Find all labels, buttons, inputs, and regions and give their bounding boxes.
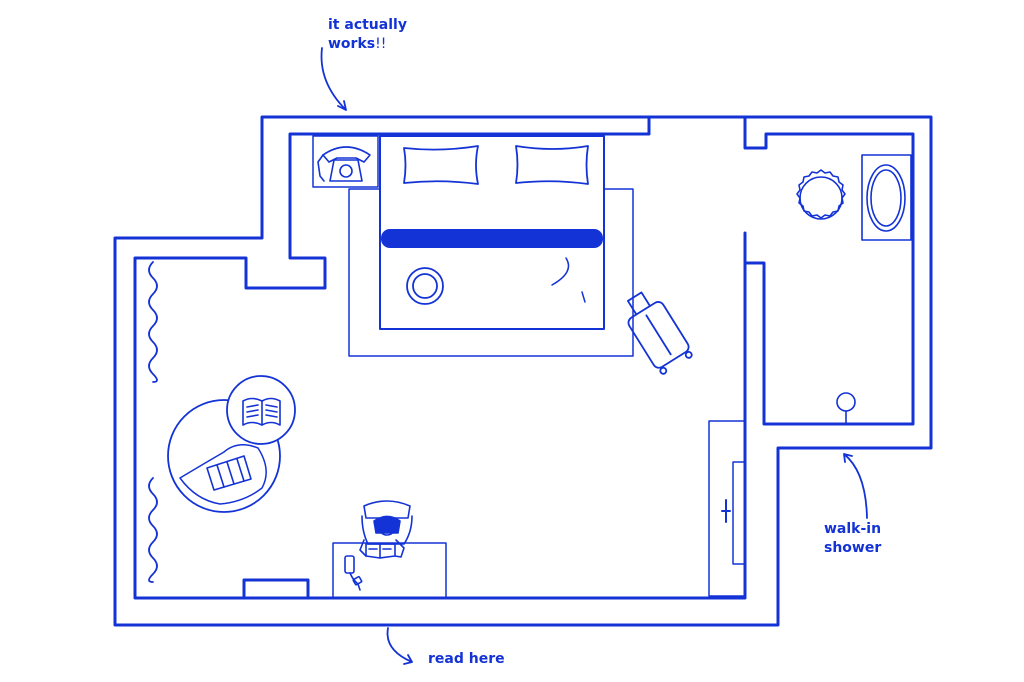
sink-icon (796, 169, 846, 220)
bed-sheet-fold (551, 257, 586, 303)
cushion-icon (206, 455, 252, 491)
chair-seat (179, 444, 267, 505)
desk (332, 542, 447, 599)
bed-runner (381, 229, 603, 248)
arrow-icon (386, 627, 413, 665)
wall-notch (242, 578, 310, 600)
annotation-line: works!! (328, 35, 407, 54)
side-table (226, 375, 296, 445)
annotation-line: shower (824, 540, 882, 556)
annotation-word: works (328, 36, 376, 52)
curtain-icon (148, 261, 158, 383)
outer-wall (113, 115, 933, 627)
arrow-icon (320, 47, 347, 111)
telephone-icon (317, 146, 371, 182)
annotation-mark: !! (375, 36, 387, 52)
robot-vacuum-icon (406, 267, 444, 305)
annotation-line: it actually (328, 17, 407, 33)
phone-charger-icon (344, 555, 363, 591)
annotation-line: read here (428, 651, 505, 667)
bathtub-icon (861, 154, 912, 241)
pillow-icon (515, 145, 589, 185)
open-book-icon (242, 397, 281, 426)
annotation-read-here: read here (428, 650, 505, 669)
annotation-walk-in-shower: walk-in shower (824, 520, 881, 558)
person-reading-icon (359, 500, 413, 559)
suitcase-icon (626, 291, 693, 375)
curtain-icon (148, 477, 158, 583)
annotation-line: walk-in (824, 521, 882, 537)
shower-head-icon (836, 392, 856, 425)
arrow-icon (843, 453, 868, 519)
wardrobe-door (732, 461, 746, 565)
pillow-icon (403, 145, 479, 185)
nightstand (312, 135, 379, 188)
annotation-it-actually-works: it actually works!! (328, 16, 407, 54)
wardrobe-handle (721, 499, 731, 523)
